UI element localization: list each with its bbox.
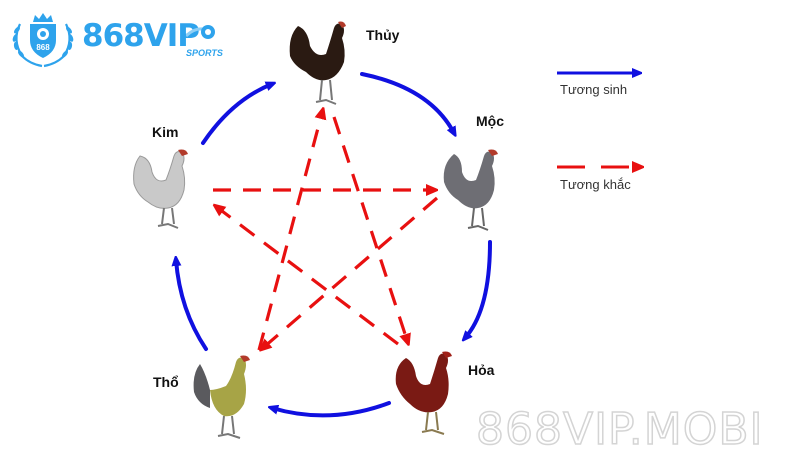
- arrow-thuy-to-moc: [360, 72, 454, 133]
- svg-text:868: 868: [36, 43, 50, 52]
- arrow-moc-to-tho: [264, 196, 439, 347]
- brand-name: 868VIP: [82, 18, 200, 54]
- watermark: 868VIP.MOBI: [475, 403, 764, 456]
- label-thuy: Thủy: [366, 27, 400, 43]
- overcoming-arrows: [213, 113, 439, 351]
- brand-logo[interactable]: 868 868VIP SPORTS: [8, 10, 228, 68]
- arrow-hoa-to-tho: [272, 401, 391, 418]
- arrow-hoa-to-kim: [218, 208, 399, 346]
- laurel-shield-icon: 868: [12, 13, 74, 68]
- arrow-moc-to-hoa: [465, 240, 492, 338]
- label-kim: Kim: [152, 124, 179, 140]
- arrow-kim-to-thuy: [201, 84, 272, 145]
- legend-generating-label: Tương sinh: [560, 82, 628, 97]
- arrow-tho-to-kim: [176, 260, 208, 351]
- generating-arrows: [176, 72, 492, 418]
- arrow-thuy-to-hoa: [332, 116, 407, 340]
- rooster-moc-icon: [443, 149, 498, 231]
- rooster-kim-icon: [133, 149, 188, 229]
- rooster-thuy-icon: [289, 21, 346, 105]
- label-moc: Mộc: [476, 113, 504, 129]
- rooster-hoa-icon: [395, 351, 452, 435]
- rooster-tho-icon: [193, 355, 250, 439]
- arrow-tho-to-thuy: [257, 113, 322, 351]
- soccer-ball-icon: [186, 25, 215, 39]
- brand-subtitle: SPORTS: [186, 48, 223, 58]
- legend-overcoming-label: Tương khắc: [560, 177, 631, 192]
- label-hoa: Hỏa: [468, 362, 495, 378]
- label-tho: Thổ: [153, 374, 179, 390]
